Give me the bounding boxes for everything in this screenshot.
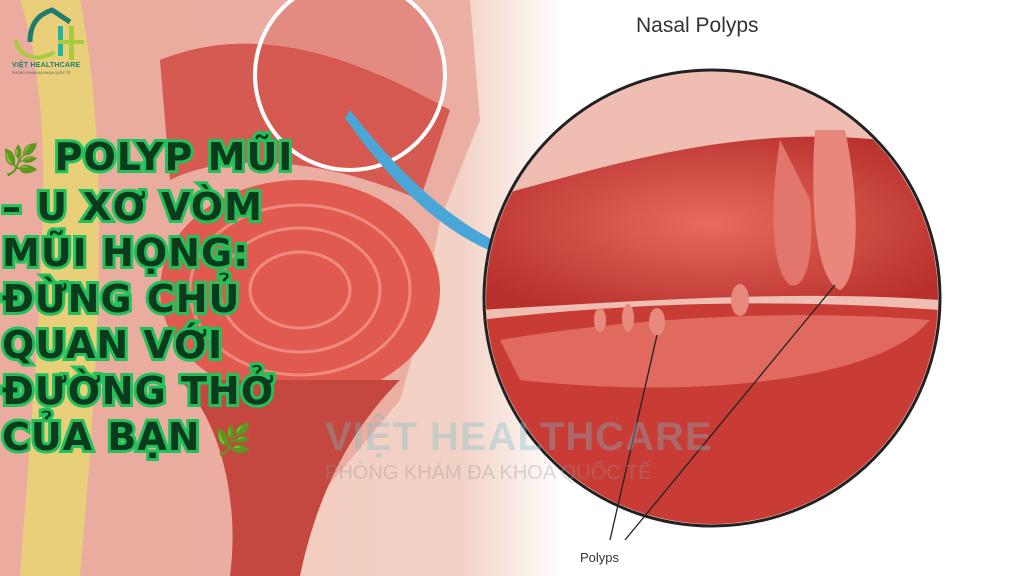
small-magnifier-circle bbox=[253, 0, 447, 172]
sprig-icon: 🌿 bbox=[2, 143, 41, 178]
watermark-subtitle: PHÒNG KHÁM ĐA KHOA QUỐC TẾ bbox=[325, 462, 652, 484]
large-polyp bbox=[813, 130, 856, 290]
large-polyp bbox=[773, 140, 812, 286]
sprig-icon: 🌿 bbox=[214, 423, 254, 458]
watermark-name: VIỆT HEALTHCARE bbox=[325, 415, 713, 459]
title-line: MŨI HỌNG: bbox=[0, 228, 251, 278]
title-line: – U XƠ VÒM bbox=[0, 182, 265, 232]
title-row: 🌿 POLYP MŨI bbox=[2, 132, 296, 184]
title-line: ĐƯỜNG THỞ bbox=[0, 366, 277, 416]
spine bbox=[20, 0, 99, 576]
logo-icon bbox=[14, 7, 84, 60]
polyps-label: Polyps bbox=[580, 550, 620, 565]
polyps-pointer-lines bbox=[609, 284, 836, 541]
nasal-cavity bbox=[160, 43, 450, 201]
tongue bbox=[160, 180, 440, 400]
title-line: CỦA BẠN bbox=[0, 412, 203, 462]
title-line: POLYP MŨI bbox=[52, 132, 296, 182]
logo-name: VIỆT HEALTHCARE bbox=[12, 62, 81, 69]
title-line: QUAN VỚI bbox=[0, 320, 225, 370]
illustration-heading: Nasal Polyps bbox=[636, 14, 759, 37]
small-polyps bbox=[594, 284, 749, 336]
magnified-polyps-circle bbox=[482, 68, 942, 528]
title-line: ĐỪNG CHỦ bbox=[0, 274, 242, 324]
throat bbox=[180, 380, 400, 576]
title-row: CỦA BẠN 🌿 bbox=[0, 412, 293, 464]
logo-subtitle: PHÒNG KHÁM ĐA KHOA QUỐC TẾ bbox=[12, 71, 71, 75]
page-title: 🌿 POLYP MŨI – U XƠ VÒM MŨI HỌNG: ĐỪNG CH… bbox=[0, 132, 296, 464]
